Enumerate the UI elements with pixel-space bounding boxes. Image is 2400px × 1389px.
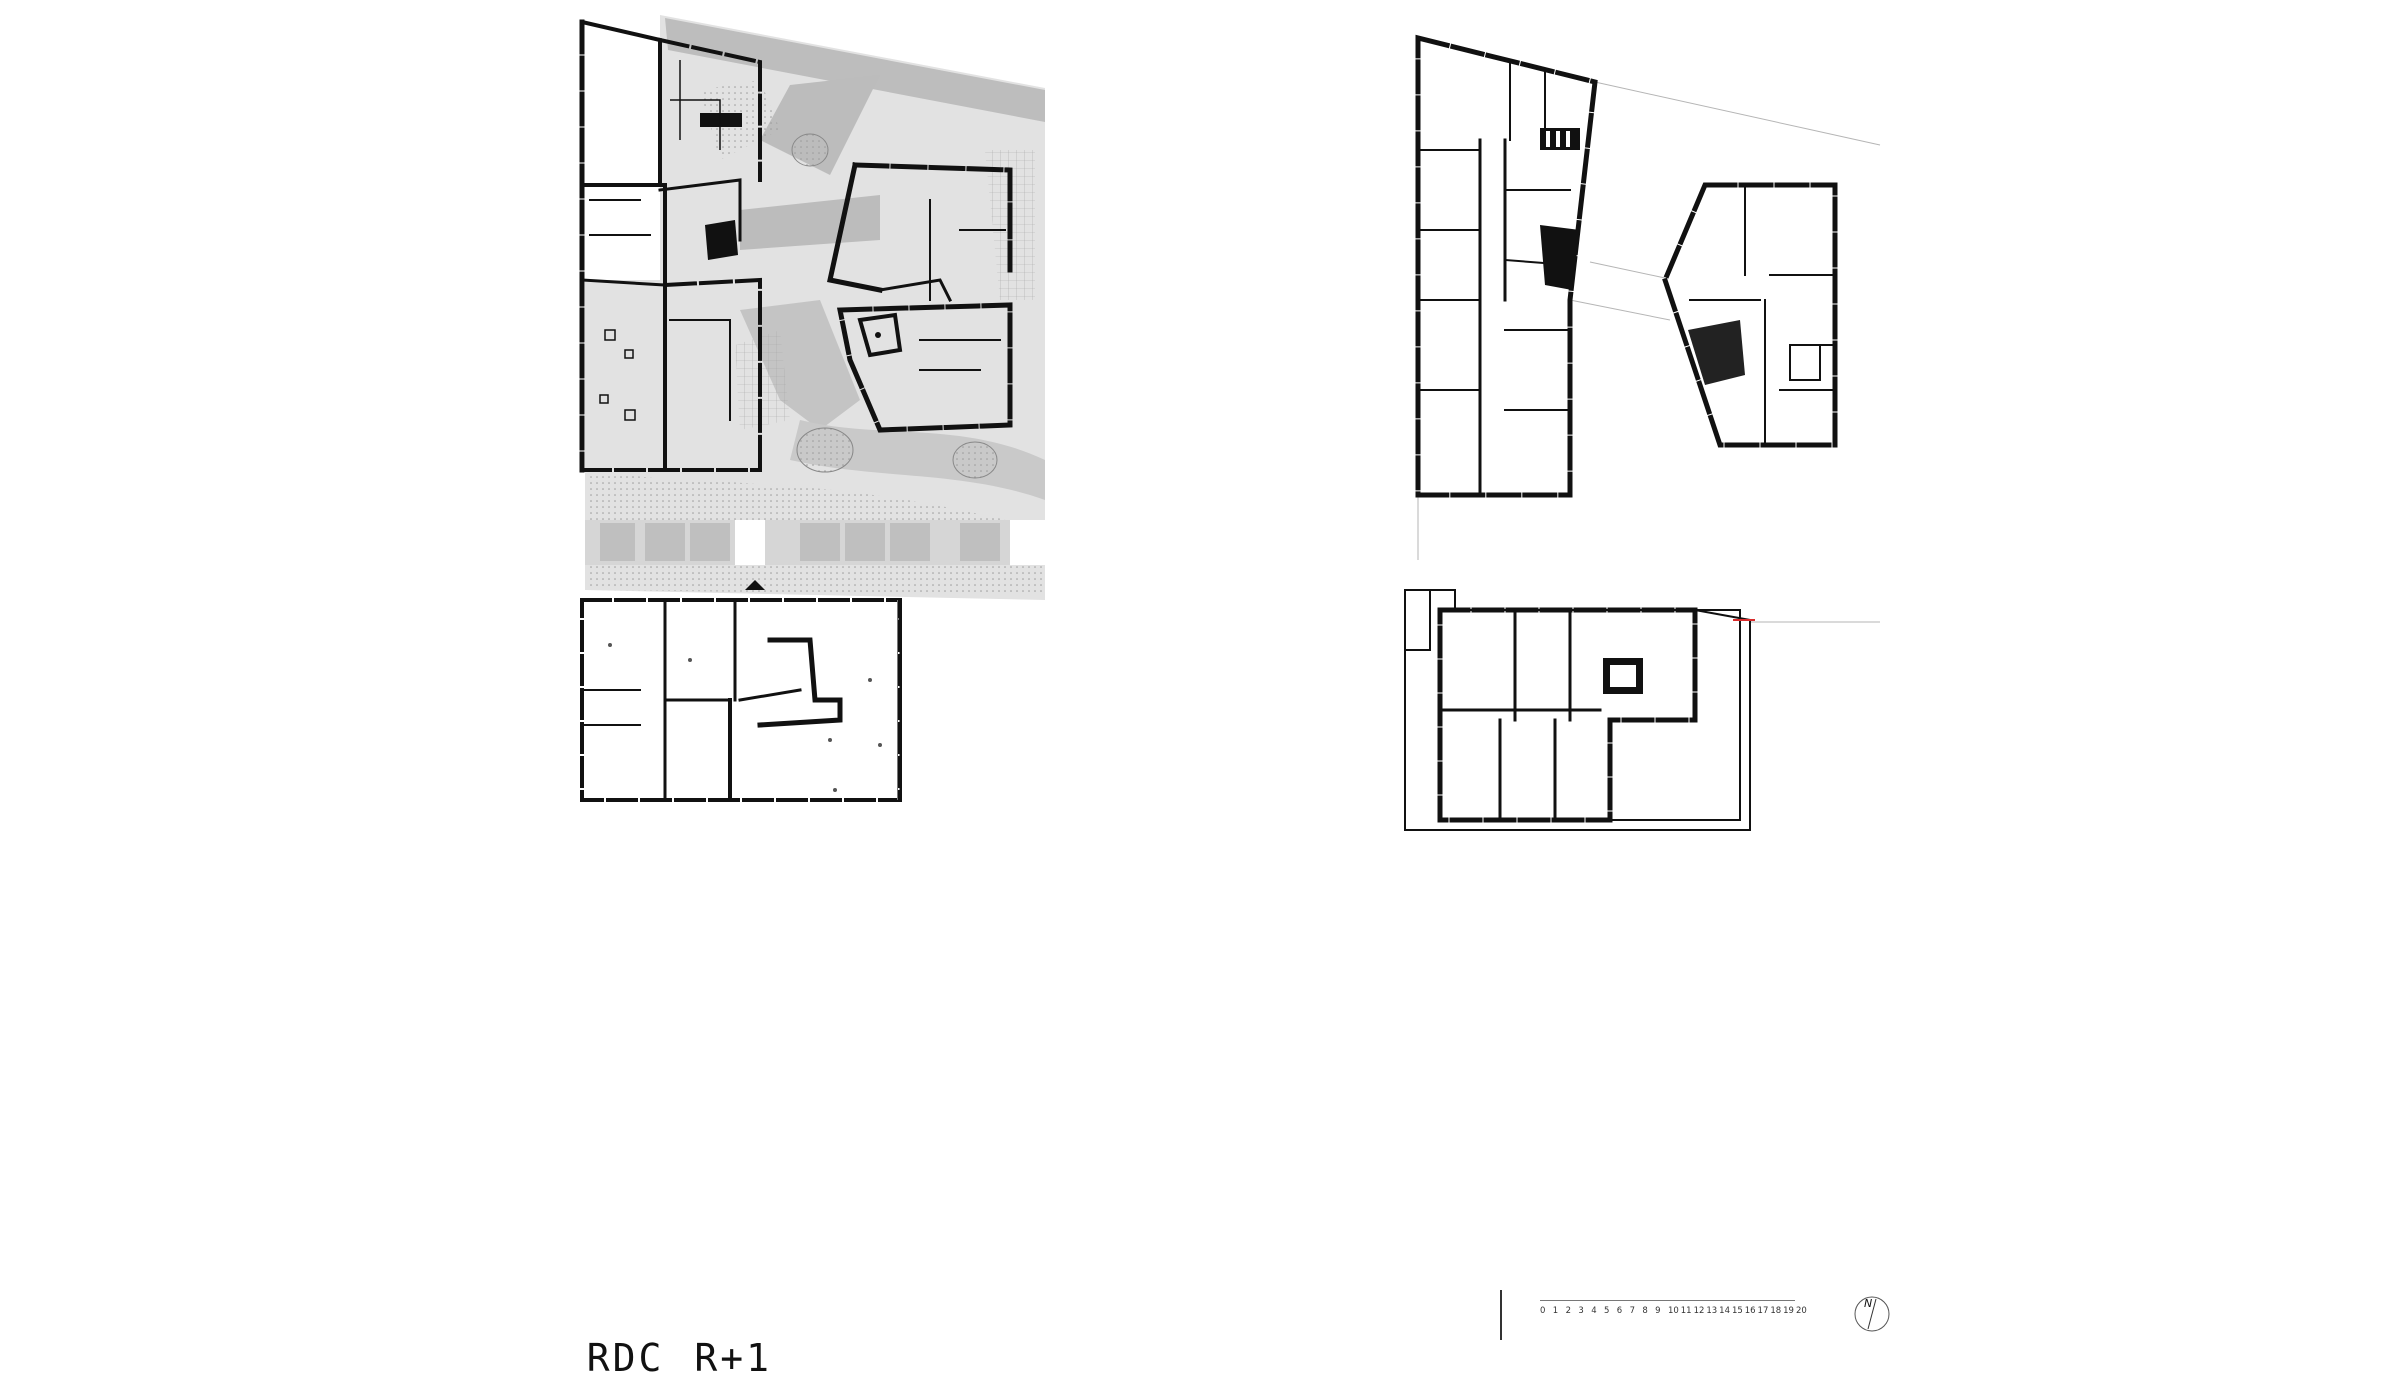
scale-tick-label: 18	[1770, 1306, 1782, 1316]
legend-divider	[1500, 1290, 1502, 1340]
scale-tick-label: 14	[1719, 1306, 1730, 1316]
scale-tick-label: 0	[1540, 1306, 1546, 1316]
scale-tick-label: 12	[1693, 1306, 1705, 1316]
ground-floor-plan	[579, 15, 1045, 802]
north-label: N	[1864, 1297, 1873, 1310]
scale-tick-label: 5	[1603, 1306, 1610, 1316]
level-label-rdc: RDC	[586, 1336, 665, 1380]
scale-tick-label: 7	[1629, 1306, 1635, 1316]
scale-tick-label: 10	[1667, 1306, 1679, 1316]
scale-tick-label: 16	[1744, 1306, 1756, 1316]
scale-tick-label: 17	[1757, 1306, 1769, 1316]
north-arrow: N	[1853, 1295, 1891, 1333]
scale-tick-label: 2	[1565, 1306, 1572, 1316]
scale-bar-line	[1540, 1300, 1795, 1301]
first-floor-plan	[1404, 34, 1881, 831]
scale-tick-label: 20	[1795, 1306, 1807, 1316]
scale-tick-label: 11	[1680, 1306, 1692, 1316]
scale-tick-label: 4	[1591, 1306, 1597, 1316]
scale-tick-label: 9	[1655, 1306, 1661, 1316]
scale-tick-label: 15	[1731, 1306, 1743, 1316]
scale-tick-label: 13	[1706, 1306, 1718, 1316]
compass-icon	[1854, 1296, 1890, 1332]
level-label-r1: R+1	[694, 1336, 773, 1380]
drawing-title: RDC R+1	[535, 1292, 802, 1380]
scale-tick-label: 3	[1578, 1306, 1584, 1316]
scale-tick-label: 8	[1642, 1306, 1648, 1316]
scale-tick-label: 1	[1552, 1306, 1559, 1316]
scale-tick-label: 6	[1616, 1306, 1623, 1316]
scale-tick-label: 19	[1783, 1306, 1794, 1316]
